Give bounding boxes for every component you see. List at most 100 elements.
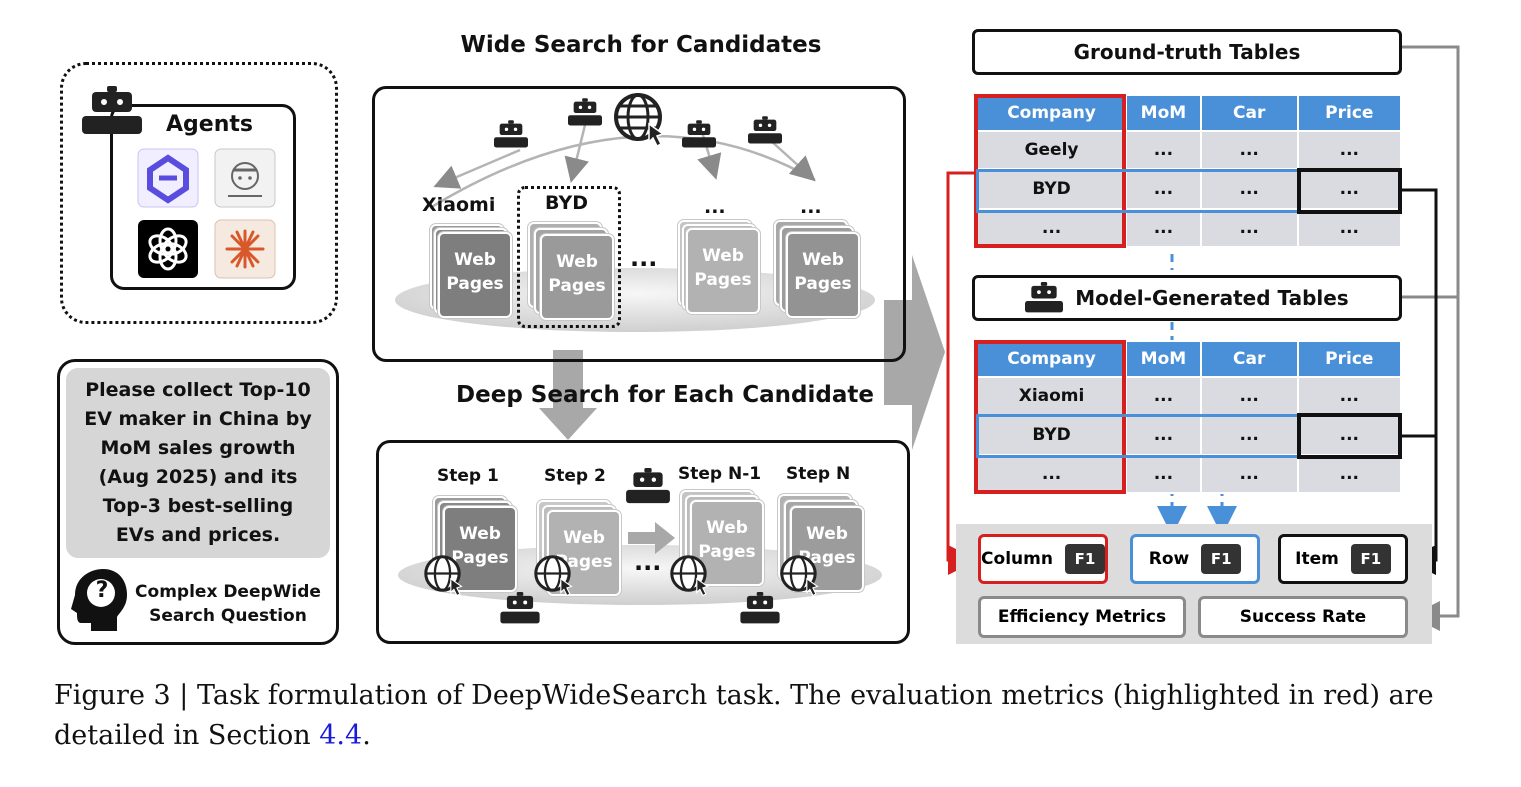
wide-panel	[372, 86, 906, 362]
row-metric-label: Row	[1148, 549, 1190, 569]
ground-truth-table: Company MoM Car Price Geely ... ... ... …	[975, 94, 1403, 248]
gt-header: Car	[1199, 94, 1299, 132]
mg-header: Price	[1296, 340, 1403, 378]
column-f1-metric: Column F1	[978, 534, 1108, 584]
robot-icon	[626, 468, 670, 504]
step-label: Step 2	[544, 466, 606, 486]
robot-icon	[682, 120, 716, 148]
column-connector	[946, 171, 978, 575]
agents-panel	[60, 62, 338, 324]
mg-cell: ...	[1296, 414, 1403, 456]
caption-line-2: detailed in Section 4.4.	[54, 720, 371, 751]
efficiency-metric: Efficiency Metrics	[978, 596, 1186, 638]
gt-cell: ...	[1125, 168, 1202, 210]
robot-icon	[568, 98, 602, 126]
deep-title: Deep Search for Each Candidate	[456, 382, 874, 408]
mg-cell: ...	[1199, 376, 1299, 416]
globe-icon	[780, 555, 819, 597]
success-label: Success Rate	[1239, 607, 1367, 627]
step-label: Step N-1	[678, 464, 762, 484]
globe-icon	[424, 555, 463, 597]
candidate-label: ...	[704, 196, 726, 218]
mg-item-highlight	[1297, 413, 1402, 459]
step-label: Step 1	[437, 466, 499, 486]
qwen-logo-icon	[137, 148, 199, 208]
agents-title: Agents	[166, 112, 253, 137]
mg-header: MoM	[1125, 340, 1202, 378]
kimi-logo-icon	[214, 148, 276, 208]
robot-icon	[740, 592, 780, 624]
deep-panel	[376, 440, 910, 644]
candidate-label: BYD	[545, 192, 588, 214]
gt-cell: ...	[1199, 130, 1299, 170]
gt-cell: ...	[1296, 130, 1403, 170]
globe-icon	[534, 555, 573, 597]
candidate-label: Xiaomi	[422, 194, 496, 216]
head-question-icon	[71, 569, 127, 631]
step-label: Step N	[786, 464, 851, 484]
gt-cell: ...	[1296, 168, 1403, 210]
mg-cell: ...	[1199, 414, 1299, 456]
gt-cell: ...	[1125, 208, 1202, 248]
figure-caption: Figure 3 | Task formulation of DeepWideS…	[54, 676, 1494, 756]
model-title: Model-Generated Tables	[1075, 286, 1349, 310]
mg-header: Car	[1199, 340, 1299, 378]
caption-line-1: Figure 3 | Task formulation of DeepWideS…	[54, 680, 1434, 711]
gt-cell: ...	[1125, 130, 1202, 170]
gt-to-success	[1402, 45, 1460, 631]
efficiency-label: Efficiency Metrics	[997, 607, 1167, 627]
robot-icon	[748, 116, 782, 144]
robot-icon	[500, 592, 540, 624]
mg-cell: ...	[1296, 376, 1403, 416]
robot-icon	[1025, 281, 1064, 312]
row-f1-metric: Row F1	[1130, 534, 1260, 584]
question-icon-glyph: ?	[95, 578, 109, 603]
robot-icon	[82, 86, 142, 134]
gt-header: Company	[975, 94, 1128, 132]
globe-icon	[670, 555, 709, 597]
model-title-box: Model-Generated Tables	[972, 275, 1402, 321]
right-arrow	[884, 255, 945, 450]
question-text: Please collect Top-10 EV maker in China …	[84, 379, 312, 546]
ground-truth-title-box: Ground-truth Tables	[972, 29, 1402, 75]
mg-cell: ...	[1199, 454, 1299, 494]
gt-cell: ...	[1296, 208, 1403, 248]
model-table: Company MoM Car Price Xiaomi ... ... ...…	[975, 340, 1403, 494]
globe-icon	[614, 93, 665, 148]
gt-cell: ...	[975, 208, 1128, 248]
wide-title: Wide Search for Candidates	[460, 32, 822, 58]
question-caption: Complex DeepWide Search Question	[135, 582, 321, 626]
gt-cell: ...	[1199, 168, 1299, 210]
column-metric-label: Column	[981, 549, 1053, 569]
robot-icon	[494, 120, 528, 148]
deep-ellipsis: ...	[634, 548, 662, 576]
mg-cell: BYD	[975, 414, 1128, 456]
success-metric: Success Rate	[1198, 596, 1408, 638]
question-text-box	[66, 368, 330, 558]
claude-logo-icon	[214, 219, 276, 279]
item-metric-label: Item	[1295, 549, 1339, 569]
mg-cell: ...	[1125, 454, 1202, 494]
mg-cell: ...	[1296, 454, 1403, 494]
byd-highlight	[517, 186, 621, 328]
item-connector	[1402, 188, 1438, 575]
section-link[interactable]: 4.4	[319, 720, 363, 751]
down-arrow	[539, 350, 597, 440]
item-f1-metric: Item F1	[1278, 534, 1408, 584]
f1-badge: F1	[1350, 544, 1391, 574]
wide-ellipsis: ...	[630, 244, 658, 272]
mg-cell: ...	[1125, 376, 1202, 416]
mg-cell: ...	[975, 454, 1128, 494]
mg-header: Company	[975, 340, 1128, 378]
openai-logo-icon	[138, 220, 198, 278]
